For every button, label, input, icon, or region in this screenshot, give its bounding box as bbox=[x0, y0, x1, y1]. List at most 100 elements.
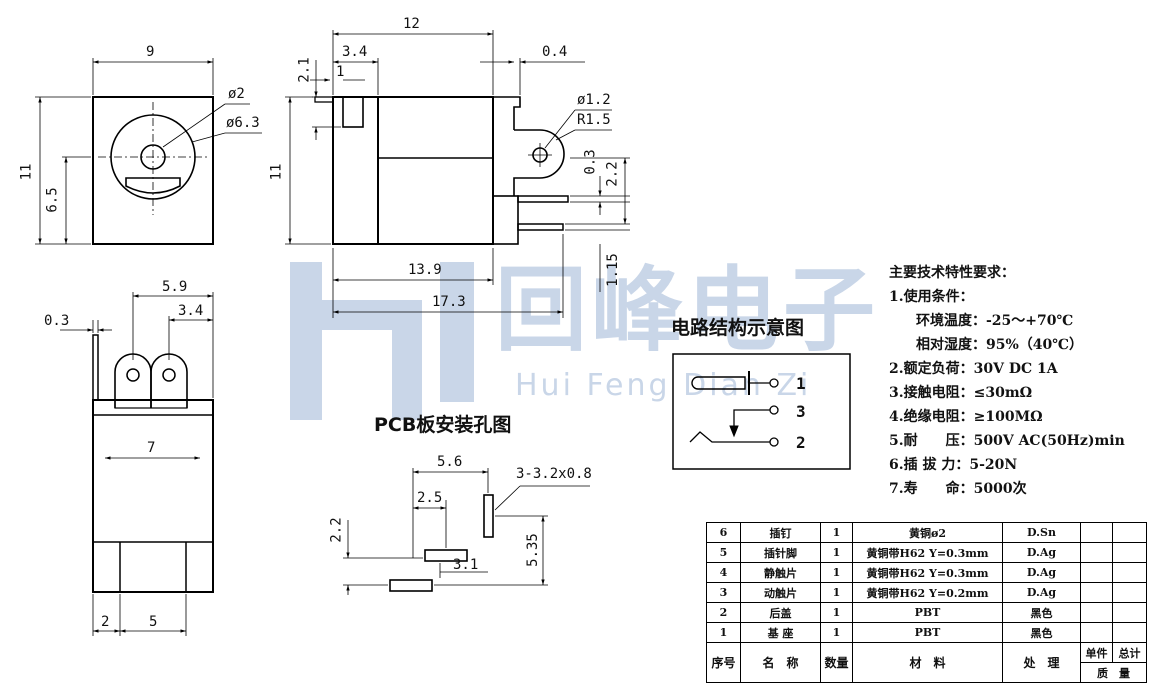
cell-qty: 1 bbox=[820, 562, 853, 583]
cell-process: 黑色 bbox=[1002, 622, 1081, 643]
dim-5-35: 5.35 bbox=[524, 533, 541, 567]
req-line: 7.寿 命：5000次 bbox=[889, 481, 1027, 497]
bom-table: 6 插钉 1 黄铜ø2 D.Sn 5 插针脚 1 黄铜带H62 Y=0.3mm … bbox=[706, 522, 1147, 683]
cell-name: 后盖 bbox=[740, 602, 821, 623]
pin-3: 3 bbox=[796, 402, 806, 421]
header-material: 材 料 bbox=[852, 642, 1003, 683]
pcb-holes bbox=[389, 494, 494, 592]
header-name: 名 称 bbox=[740, 642, 821, 683]
dim-5-6: 5.6 bbox=[437, 454, 463, 470]
dia-1-2: ø1.2 bbox=[577, 92, 611, 108]
table-row: 3 动触片 1 黄铜带H62 Y=0.2mm D.Ag bbox=[706, 582, 1147, 603]
pin-2: 2 bbox=[796, 433, 806, 452]
req-heading: 主要技术特性要求： bbox=[889, 265, 1015, 281]
dim-0-3-bottom: 0.3 bbox=[44, 313, 70, 329]
side-view-dimensions bbox=[285, 30, 630, 318]
dim-17-3: 17.3 bbox=[432, 294, 466, 310]
cell-qty: 1 bbox=[820, 602, 853, 623]
req-line: 5.耐 压：500V AC(50Hz)min bbox=[889, 433, 1125, 449]
header-total: 总计 bbox=[1112, 642, 1147, 663]
cell-total-mass bbox=[1112, 562, 1147, 583]
cell-qty: 1 bbox=[820, 622, 853, 643]
cell-material: 黄铜带H62 Y=0.3mm bbox=[852, 542, 1003, 563]
cell-name: 插针脚 bbox=[740, 542, 821, 563]
dim-0-4: 0.4 bbox=[542, 44, 568, 60]
cell-material: 黄铜带H62 Y=0.3mm bbox=[852, 562, 1003, 583]
pcb-title: PCB板安装孔图 bbox=[374, 414, 512, 436]
req-line: 2.额定负荷：30V DC 1A bbox=[889, 361, 1058, 377]
pcb-dimensions bbox=[343, 468, 590, 595]
header-unit: 单件 bbox=[1080, 642, 1113, 663]
cell-total-mass bbox=[1112, 622, 1147, 643]
dim-2-2-side: 2.2 bbox=[604, 161, 621, 187]
dim-5-bottom: 5 bbox=[149, 614, 158, 630]
cell-process: 黑色 bbox=[1002, 602, 1081, 623]
cell-qty: 1 bbox=[820, 542, 853, 563]
cell-material: PBT bbox=[852, 602, 1003, 623]
table-header-row: 质 量 bbox=[707, 662, 1147, 683]
header-process: 处 理 bbox=[1002, 642, 1081, 683]
side-dim-height: 11 bbox=[268, 163, 285, 181]
table-header-row: 序号 名 称 数量 材 料 处 理 单件 总计 bbox=[706, 642, 1147, 683]
req-line: 4.绝缘电阻：≥100MΩ bbox=[889, 409, 1043, 425]
header-no: 序号 bbox=[706, 642, 741, 683]
circuit-diagram bbox=[672, 353, 851, 470]
dim-1-15: 1.15 bbox=[604, 253, 621, 287]
table-row: 5 插针脚 1 黄铜带H62 Y=0.3mm D.Ag bbox=[706, 542, 1147, 563]
cell-unit-mass bbox=[1080, 542, 1113, 563]
cell-name: 插钉 bbox=[740, 522, 821, 543]
dim-3-4: 3.4 bbox=[342, 44, 368, 60]
cell-unit-mass bbox=[1080, 602, 1113, 623]
cell-material: 黄铜ø2 bbox=[852, 522, 1003, 543]
front-view-outline bbox=[92, 96, 214, 245]
cell-unit-mass bbox=[1080, 582, 1113, 603]
circuit-title: 电路结构示意图 bbox=[671, 317, 805, 339]
cell-process: D.Ag bbox=[1002, 562, 1081, 583]
cell-unit-mass bbox=[1080, 622, 1113, 643]
cell-process: D.Ag bbox=[1002, 582, 1081, 603]
cell-unit-mass bbox=[1080, 562, 1113, 583]
cell-process: D.Ag bbox=[1002, 542, 1081, 563]
dim-5-9: 5.9 bbox=[162, 279, 188, 295]
dim-13-9: 13.9 bbox=[408, 262, 442, 278]
bottom-view-outline bbox=[92, 334, 214, 593]
watermark-pinyin: Hui Feng Dian Zi bbox=[515, 368, 812, 403]
cell-total-mass bbox=[1112, 582, 1147, 603]
table-row: 1 基 座 1 PBT 黑色 bbox=[706, 622, 1147, 643]
req-line: 环境温度：-25～+70℃ bbox=[916, 313, 1074, 329]
dim-2-bottom: 2 bbox=[101, 614, 110, 630]
cell-no: 4 bbox=[706, 562, 741, 583]
cell-qty: 1 bbox=[820, 582, 853, 603]
table-row: 6 插钉 1 黄铜ø2 D.Sn bbox=[706, 522, 1147, 543]
req-line: 3.接触电阻：≤30mΩ bbox=[889, 385, 1033, 401]
cell-no: 2 bbox=[706, 602, 741, 623]
pin-1: 1 bbox=[796, 374, 806, 393]
cell-no: 1 bbox=[706, 622, 741, 643]
dim-2-1: 2.1 bbox=[296, 57, 313, 83]
dim-0-3-side: 0.3 bbox=[582, 149, 599, 175]
header-qty: 数量 bbox=[820, 642, 853, 683]
cell-total-mass bbox=[1112, 522, 1147, 543]
dim-length: 12 bbox=[403, 16, 420, 32]
cell-no: 6 bbox=[706, 522, 741, 543]
header-mass: 质 量 bbox=[1080, 662, 1147, 683]
dim-width: 9 bbox=[146, 44, 155, 60]
cell-no: 5 bbox=[706, 542, 741, 563]
bottom-view-dimensions bbox=[60, 292, 214, 636]
cell-no: 3 bbox=[706, 582, 741, 603]
table-row: 4 静触片 1 黄铜带H62 Y=0.3mm D.Ag bbox=[706, 562, 1147, 583]
cell-unit-mass bbox=[1080, 522, 1113, 543]
cell-name: 基 座 bbox=[740, 622, 821, 643]
req-line: 相对湿度：95%（40℃） bbox=[916, 337, 1084, 353]
dim-3-4-bottom: 3.4 bbox=[178, 303, 204, 319]
cell-process: D.Sn bbox=[1002, 522, 1081, 543]
req-line: 1.使用条件： bbox=[889, 289, 974, 305]
dim-1: 1 bbox=[336, 64, 345, 80]
req-line: 6.插 拔 力：5-20N bbox=[889, 457, 1018, 473]
watermark-logo bbox=[290, 262, 474, 420]
cell-qty: 1 bbox=[820, 522, 853, 543]
dia-hole: ø6.3 bbox=[226, 115, 260, 131]
table-row: 2 后盖 1 PBT 黑色 bbox=[706, 602, 1147, 623]
dim-center: 6.5 bbox=[44, 187, 61, 213]
